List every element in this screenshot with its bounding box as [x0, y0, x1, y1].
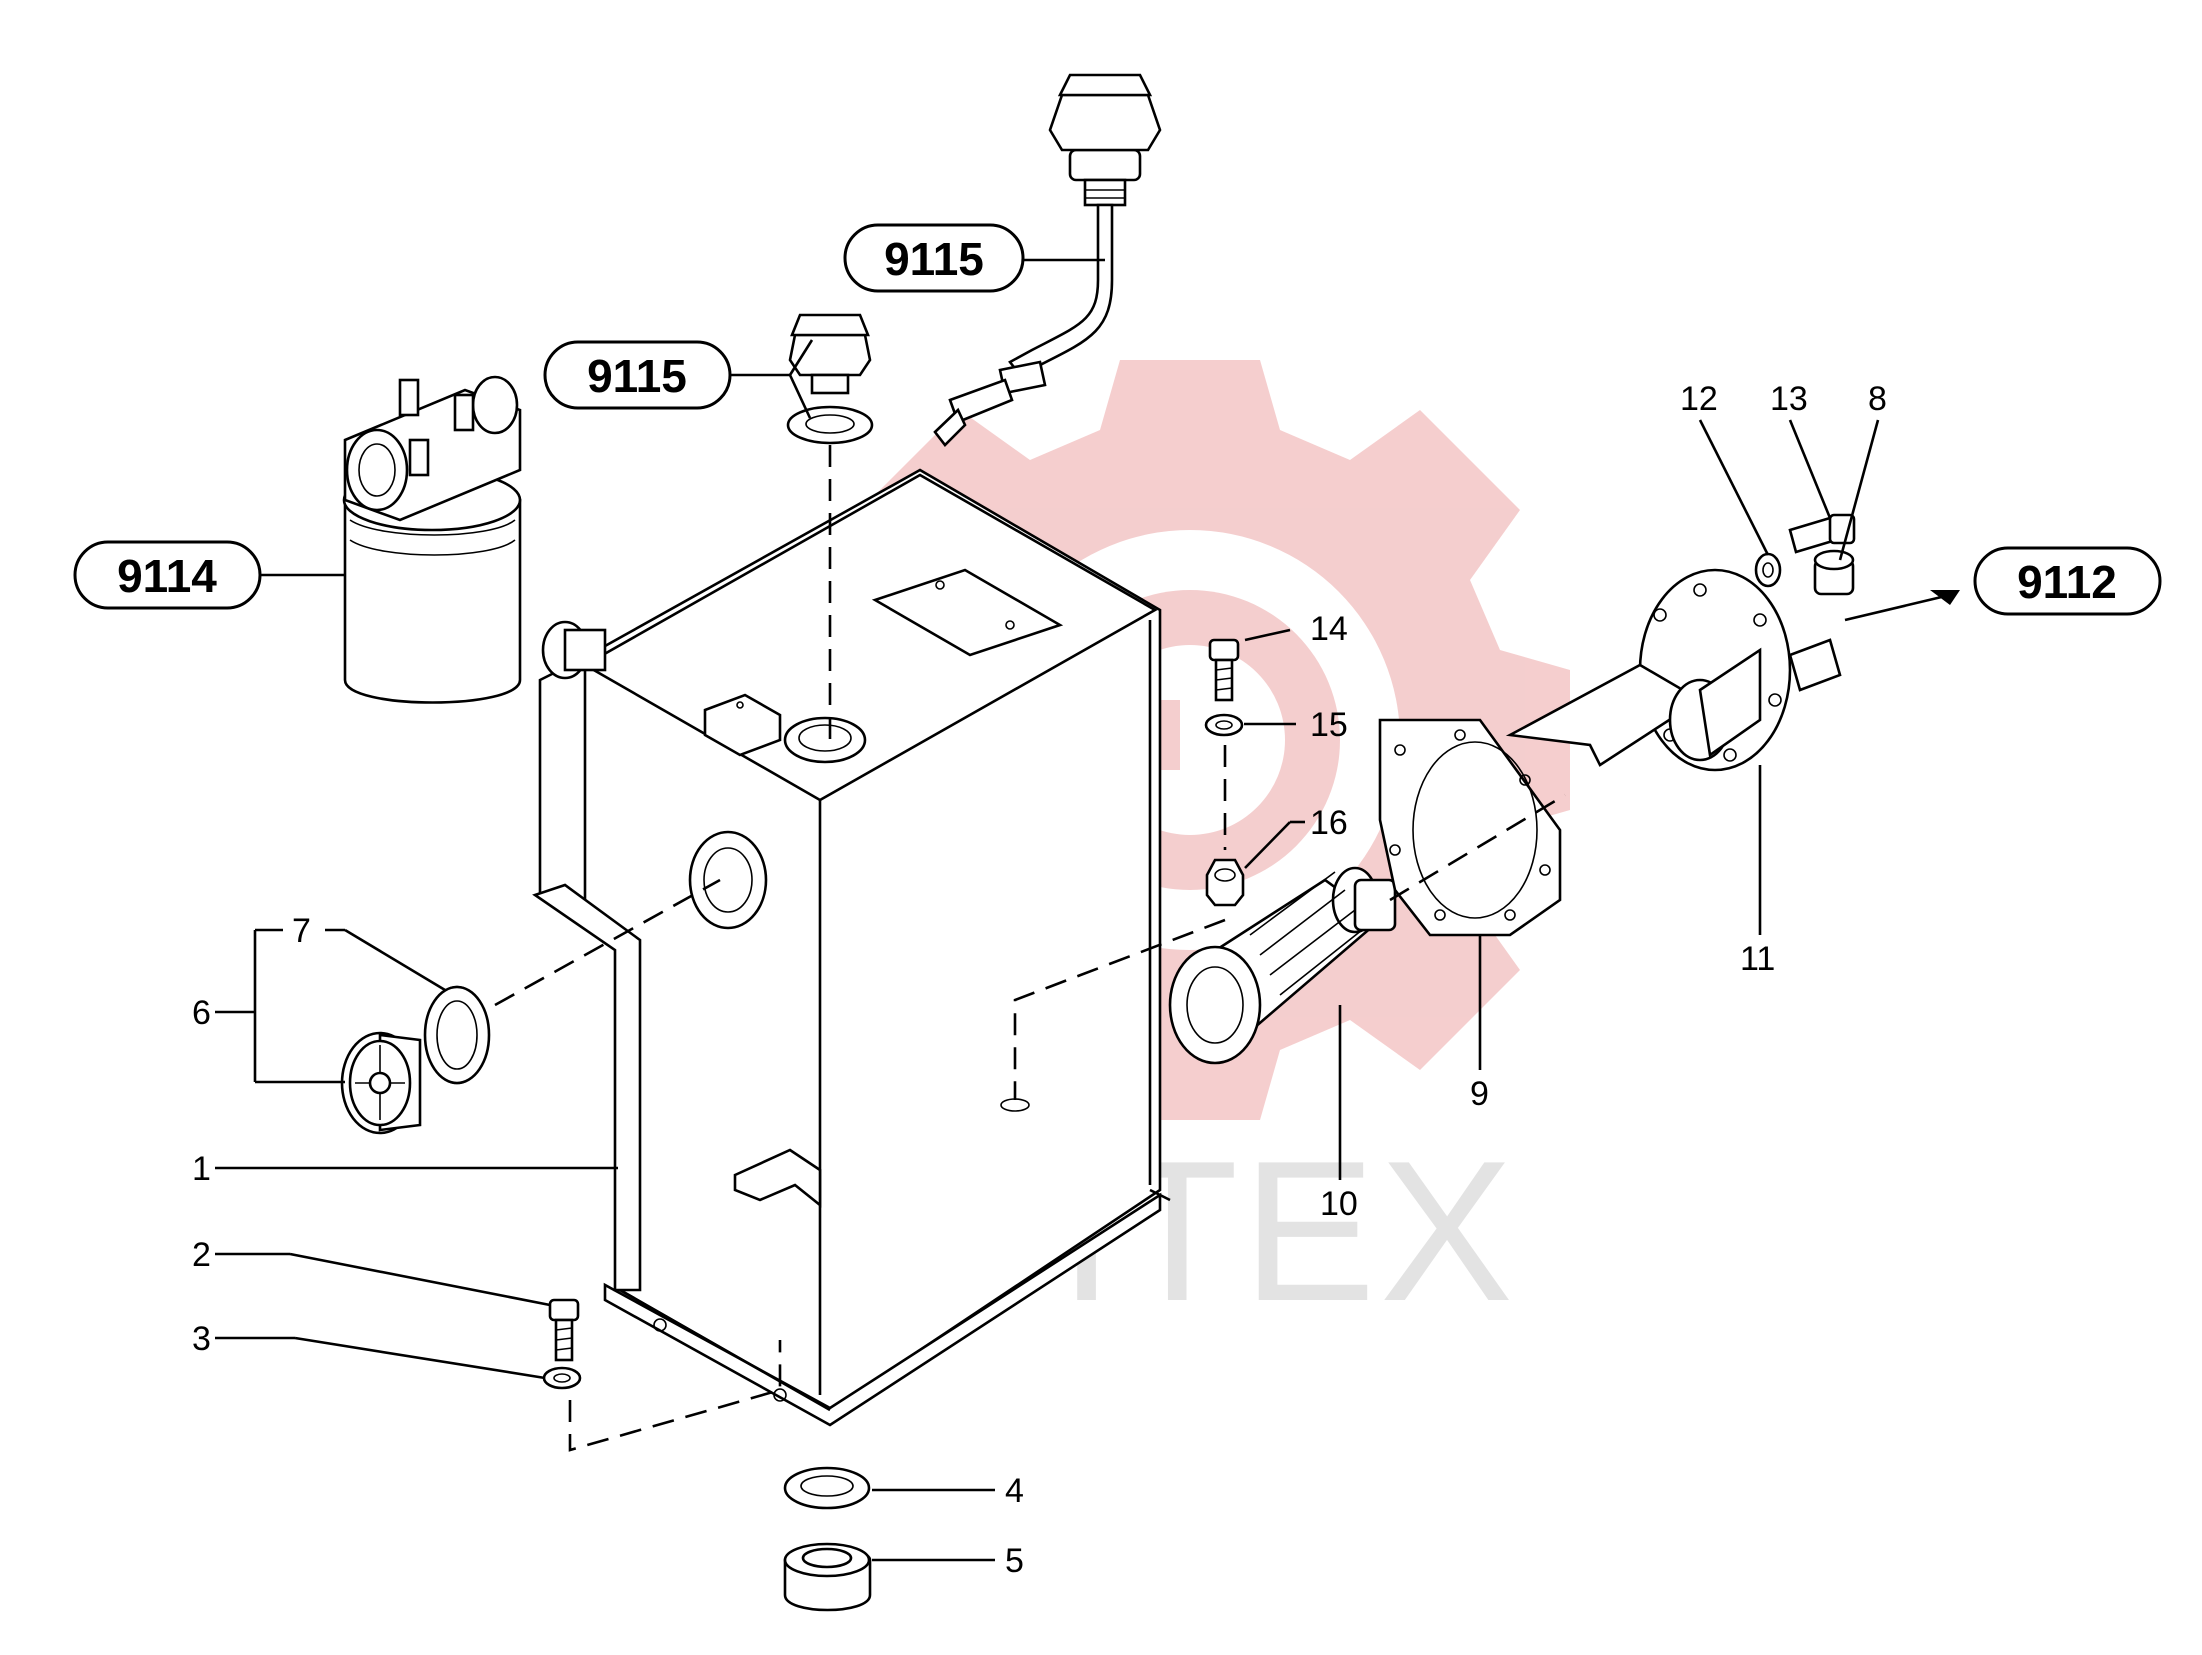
- washer-15: [1204, 713, 1244, 737]
- part-number-4: 4: [1005, 1472, 1024, 1510]
- arrow-head-9112: [1930, 590, 1960, 605]
- part-number-15: 15: [1310, 706, 1348, 744]
- nut-16: [1205, 858, 1245, 907]
- callout-9114: 9114: [73, 540, 262, 610]
- svg-text:9112: 9112: [2017, 556, 2117, 608]
- gasket-9: [1378, 718, 1562, 937]
- seal-ring-7: [423, 985, 491, 1085]
- part-number-1: 1: [192, 1150, 211, 1188]
- part-number-9: 9: [1470, 1075, 1489, 1113]
- part-number-11: 11: [1740, 940, 1775, 978]
- part-number-8: 8: [1868, 380, 1887, 418]
- leader-lines: [215, 258, 1951, 1562]
- bolt-2: [548, 1298, 580, 1362]
- part-number-5: 5: [1005, 1542, 1024, 1580]
- filler-plug-and-seal: [786, 313, 874, 445]
- assembly-lines: [494, 445, 1566, 1452]
- part-number-16: 16: [1310, 804, 1348, 842]
- breather-cap: [933, 73, 1162, 447]
- callout-9115-middle: 9115: [543, 340, 732, 410]
- svg-text:9114: 9114: [117, 550, 217, 602]
- part-number-7: 7: [292, 912, 311, 950]
- bolt-13: [1788, 513, 1856, 554]
- hydraulic-tank: [532, 468, 1171, 1427]
- part-number-12: 12: [1680, 380, 1718, 418]
- suction-strainer-10: [1168, 866, 1397, 1065]
- washer-3: [542, 1366, 582, 1390]
- part-number-13: 13: [1770, 380, 1808, 418]
- return-filter-assembly: [342, 375, 522, 704]
- callout-9112: 9112: [1973, 546, 2162, 616]
- callout-9115-top: 9115: [843, 223, 1025, 293]
- part-number-3: 3: [192, 1320, 211, 1358]
- svg-text:9115: 9115: [884, 233, 984, 285]
- washer-12: [1754, 552, 1782, 588]
- part-number-14: 14: [1310, 610, 1348, 648]
- svg-text:9115: 9115: [587, 350, 687, 402]
- drain-plug-5: [783, 1542, 872, 1612]
- bolt-14: [1208, 638, 1240, 702]
- part-number-6: 6: [192, 994, 211, 1032]
- part-number-2: 2: [192, 1236, 211, 1274]
- part-number-10: 10: [1320, 1185, 1358, 1223]
- plug-8: [1813, 549, 1855, 596]
- drain-seal-4: [783, 1466, 871, 1510]
- suction-flange-11: [1505, 568, 1842, 772]
